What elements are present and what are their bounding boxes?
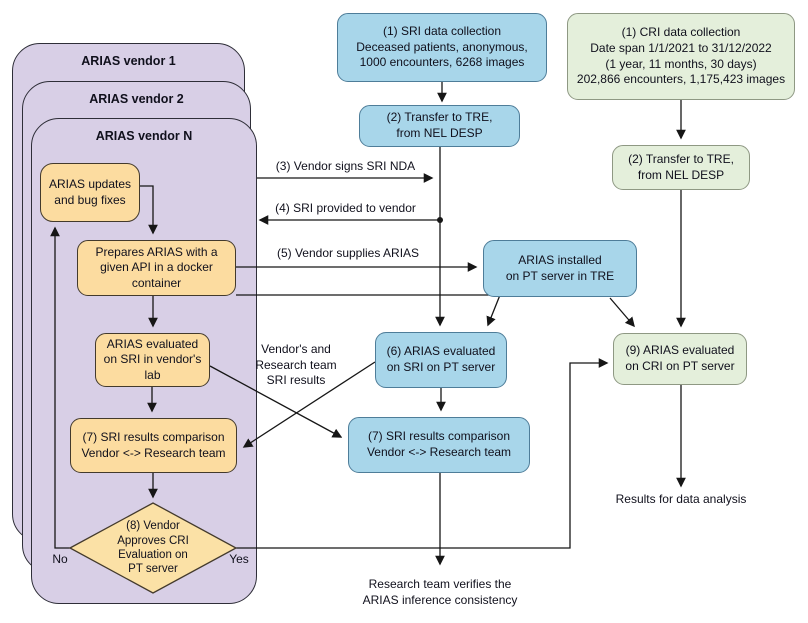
node-prepares-arias: Prepares ARIAS with a given API in a doc… [77,240,236,296]
node-sri-transfer-tre: (2) Transfer to TRE, from NEL DESP [359,105,520,147]
node-arias-eval-cri-pt: (9) ARIAS evaluated on CRI on PT server [613,333,747,385]
node-sri-comparison-team: (7) SRI results comparison Vendor <-> Re… [348,417,530,473]
decision-vendor-approves-label: (8) Vendor Approves CRI Evaluation on PT… [117,520,189,576]
vendor-2-title: ARIAS vendor 2 [89,92,184,106]
node-sri-data-collection: (1) SRI data collection Deceased patient… [337,13,547,82]
edge-label-vendor-signs-nda: (3) Vendor signs SRI NDA [275,159,416,173]
junction-dot [437,217,443,223]
node-sri-comparison-vendor: (7) SRI results comparison Vendor <-> Re… [70,418,237,473]
node-arias-updates: ARIAS updates and bug fixes [40,163,140,222]
label-results-analysis: Results for data analysis [615,492,747,506]
arrow-installed-to-eval-cri [609,297,635,328]
label-research-verifies: Research team verifies the ARIAS inferen… [362,577,518,607]
edge-label-vendors-research-results: Vendor's and Research team SRI results [255,342,337,388]
node-cri-transfer-tre: (2) Transfer to TRE, from NEL DESP [612,145,750,190]
edge-label-sri-provided: (4) SRI provided to vendor [275,201,416,215]
edge-label-yes: Yes [229,552,249,566]
arrow-docker-to-eval-sri-pt [236,294,501,327]
vendor-n-title: ARIAS vendor N [95,129,193,143]
node-cri-data-collection: (1) CRI data collection Date span 1/1/20… [567,13,795,100]
edge-label-vendor-supplies: (5) Vendor supplies ARIAS [276,246,420,260]
node-arias-eval-vendor-lab: ARIAS evaluated on SRI in vendor's lab [95,333,210,387]
node-arias-eval-sri-pt: (6) ARIAS evaluated on SRI on PT server [375,332,507,388]
vendor-1-title: ARIAS vendor 1 [81,54,176,68]
edge-label-no: No [52,552,68,566]
node-arias-installed: ARIAS installed on PT server in TRE [483,240,637,297]
